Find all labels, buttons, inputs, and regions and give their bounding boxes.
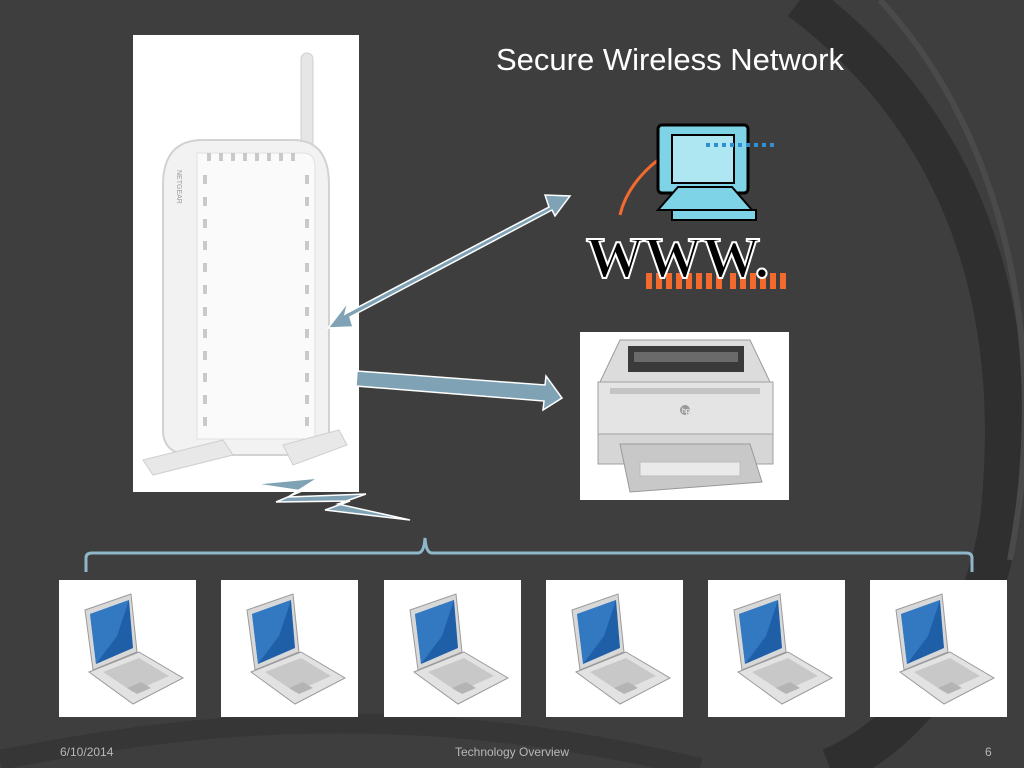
- laptop-6: [870, 580, 1007, 717]
- laptop-2: [221, 580, 358, 717]
- laptop-5: [708, 580, 845, 717]
- printer-image: hp: [580, 332, 789, 500]
- router-brand: NETGEAR: [175, 170, 182, 204]
- www-label: WWW.: [586, 225, 769, 290]
- footer-page-number: 6: [985, 745, 992, 759]
- laptop-4: [546, 580, 683, 717]
- laptop-3: [384, 580, 521, 717]
- arrow-router-printer: [355, 370, 564, 412]
- printer-brand: hp: [682, 408, 690, 415]
- wireless-signal-icon: [254, 477, 411, 521]
- router-image: NETGEAR: [133, 35, 359, 492]
- laptop-1: [59, 580, 196, 717]
- laptop-group-bracket: [84, 537, 974, 572]
- footer-title: Technology Overview: [454, 745, 570, 759]
- slide-title: Secure Wireless Network: [496, 42, 844, 77]
- arrow-router-internet: [326, 194, 572, 329]
- footer-date: 6/10/2014: [60, 745, 114, 759]
- internet-www-icon: WWW.: [585, 123, 786, 291]
